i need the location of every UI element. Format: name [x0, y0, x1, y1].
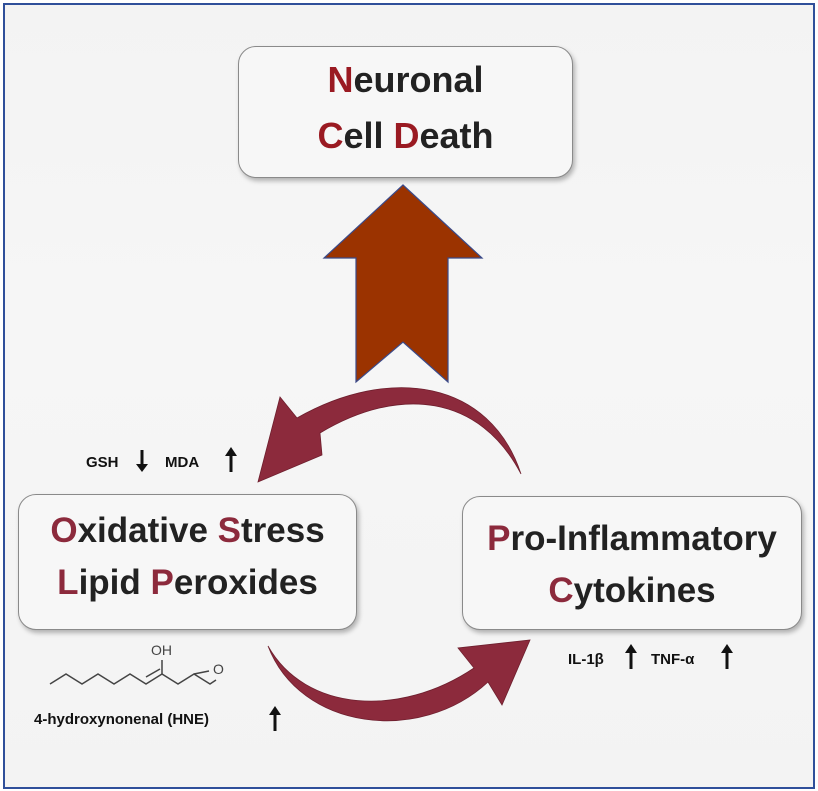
oxidative-stress-line1-segment: O [50, 511, 78, 550]
hne-name-label: 4-hydroxynonenal (HNE) [34, 711, 210, 728]
curved-arrow-lower [267, 639, 531, 722]
neuronal-cell-death-line2-segment: C [317, 115, 344, 156]
oxidative-stress-box: Oxidative Stress Lipid Peroxides [18, 494, 357, 630]
oxidative-stress-line1-segment: xidative [77, 511, 218, 550]
hne-molecule-structure [49, 660, 217, 685]
mda-up-arrow-icon [225, 447, 237, 478]
oxidative-stress-line1-segment: S [217, 511, 241, 550]
pro-inflammatory-box: Pro-Inflammatory Cytokines [462, 496, 802, 630]
mda-label: MDA [165, 454, 200, 471]
neuronal-cell-death-line2: Cell Death [239, 115, 572, 157]
neuronal-cell-death-line1-segment: euronal [353, 59, 484, 100]
hne-up-arrow-icon [269, 706, 281, 737]
neuronal-cell-death-box: Neuronal Cell Death [238, 46, 573, 178]
oxidative-stress-line2-segment: P [150, 563, 174, 602]
gsh-label: GSH [86, 454, 119, 471]
il1b-label: IL-1β [568, 651, 604, 668]
tnfa-up-arrow-icon [721, 644, 733, 675]
pro-inflammatory-line2: Cytokines [463, 571, 801, 611]
pro-inflammatory-line1: Pro-Inflammatory [463, 519, 801, 559]
oxidative-stress-line1: Oxidative Stress [19, 511, 356, 551]
il1b-up-arrow-icon [625, 644, 637, 675]
neuronal-cell-death-line1-segment: N [327, 59, 354, 100]
neuronal-cell-death-line2-segment: D [393, 115, 420, 156]
neuronal-cell-death-line2-segment: eath [419, 115, 494, 156]
neuronal-cell-death-line2-segment: ell [343, 115, 394, 156]
big-up-arrow [322, 184, 484, 384]
oxidative-stress-line2-segment: L [57, 563, 79, 602]
pro-inflammatory-line1-segment: P [487, 519, 511, 558]
oxidative-stress-line2-segment: ipid [78, 563, 151, 602]
pro-inflammatory-line1-segment: ro-Inflammatory [510, 519, 777, 558]
neuronal-cell-death-line1: Neuronal [239, 59, 572, 101]
gsh-down-arrow-icon [136, 449, 148, 478]
pro-inflammatory-line2-segment: ytokines [573, 571, 716, 610]
curved-arrow-upper [257, 387, 522, 483]
pro-inflammatory-line2-segment: C [548, 571, 574, 610]
hne-oh-label: OH [151, 642, 172, 658]
oxidative-stress-line2: Lipid Peroxides [19, 563, 356, 603]
oxidative-stress-line2-segment: eroxides [173, 563, 318, 602]
hne-o-label: O [213, 661, 224, 677]
tnfa-label: TNF-α [651, 651, 695, 668]
oxidative-stress-line1-segment: tress [241, 511, 325, 550]
